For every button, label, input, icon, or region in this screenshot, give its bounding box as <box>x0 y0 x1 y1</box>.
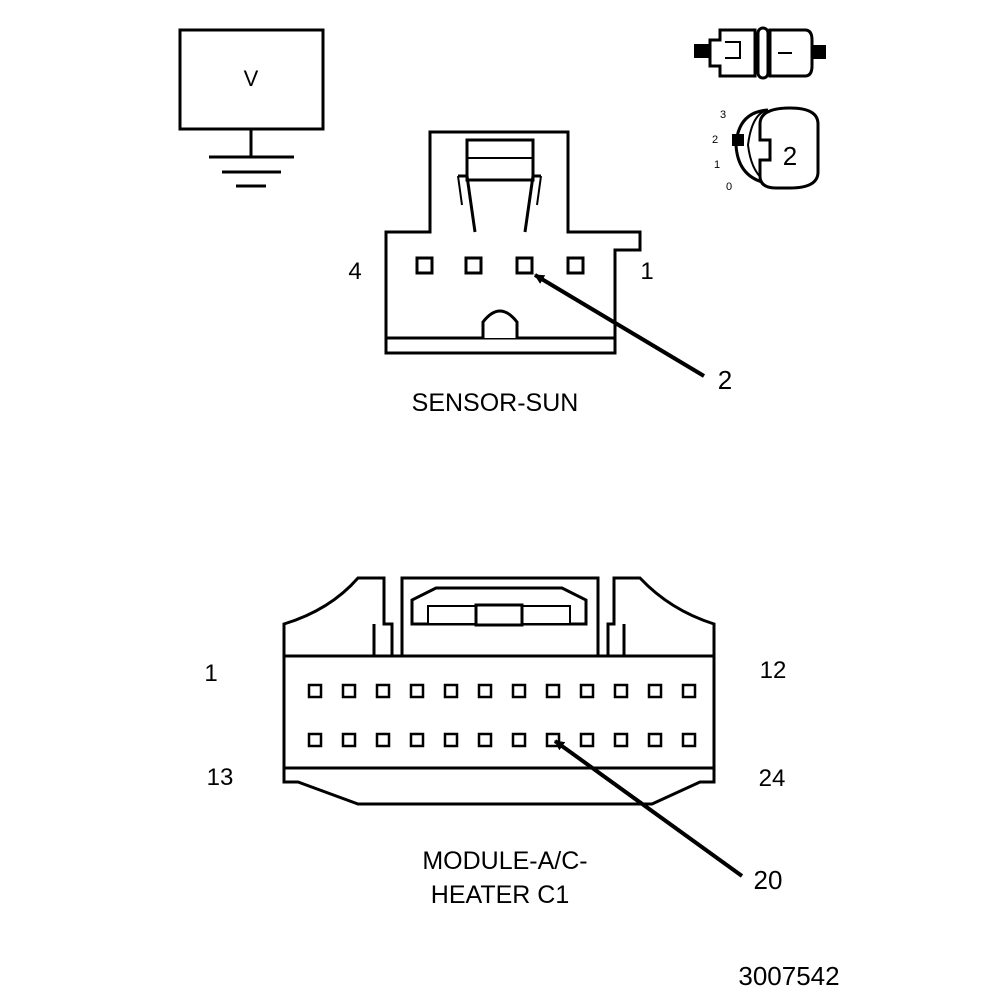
module-pin <box>443 732 459 748</box>
ground-icon <box>209 129 294 188</box>
module-callout-label: 20 <box>754 865 783 895</box>
module-pin <box>477 732 493 748</box>
module-pin <box>477 683 493 699</box>
module-pin-bottom-left-label: 13 <box>207 764 234 791</box>
sensor-callout-label: 2 <box>718 365 732 395</box>
sensor-pin-row <box>415 256 585 275</box>
module-pin <box>545 683 561 699</box>
dial-scale-3: 3 <box>720 109 726 121</box>
module-connector-title-line1: MODULE-A/C- <box>422 847 587 875</box>
module-callout-arrow <box>553 739 744 878</box>
dial-scale-1: 1 <box>714 159 720 171</box>
voltmeter-box <box>178 28 325 131</box>
probe-selector-dial: 3 2 1 0 2 <box>712 106 820 193</box>
module-pin <box>647 732 663 748</box>
dial-scale-2: 2 <box>712 134 718 146</box>
module-pin <box>579 683 595 699</box>
module-pin <box>307 732 323 748</box>
module-pin <box>409 683 425 699</box>
sensor-pin <box>566 256 585 275</box>
module-pin-bottom-right-label: 24 <box>759 765 786 792</box>
sensor-connector-title: SENSOR-SUN <box>412 389 579 417</box>
voltmeter-symbol: V <box>244 66 259 91</box>
sensor-sun-connector: 4 1 2 SENSOR-SUN <box>348 130 732 417</box>
voltmeter: V <box>178 28 325 188</box>
module-connector: 1 12 13 24 20 MODULE-A/C- HEATER C1 <box>204 576 787 909</box>
module-pin <box>443 683 459 699</box>
module-pin <box>341 732 357 748</box>
module-pin-top-left-label: 1 <box>204 660 217 687</box>
dial-setting: 2 <box>783 141 797 171</box>
module-pin <box>375 683 391 699</box>
module-pin-top-right-label: 12 <box>760 657 787 684</box>
module-pin-grid <box>307 683 697 748</box>
module-pin <box>409 732 425 748</box>
sensor-latch <box>457 138 542 233</box>
module-connector-housing <box>282 576 716 806</box>
module-pin <box>307 683 323 699</box>
sensor-pin-left-label: 4 <box>348 258 361 285</box>
module-pin <box>613 732 629 748</box>
sensor-pin-right-label: 1 <box>640 258 653 285</box>
sensor-pin-highlighted <box>515 256 534 275</box>
module-pin <box>647 683 663 699</box>
sensor-pin <box>415 256 434 275</box>
module-pin <box>681 683 697 699</box>
module-pin <box>681 732 697 748</box>
module-pin <box>511 732 527 748</box>
module-latch <box>410 586 588 627</box>
module-pin <box>341 683 357 699</box>
dial-scale-0: 0 <box>726 181 732 193</box>
module-pin <box>511 683 527 699</box>
sensor-callout-arrow <box>533 273 706 378</box>
module-connector-title-line2: HEATER C1 <box>431 881 569 909</box>
sensor-keyway <box>481 309 519 338</box>
module-pin <box>375 732 391 748</box>
module-pin <box>613 683 629 699</box>
probe-terminal-icon <box>694 26 826 80</box>
sensor-pin <box>464 256 483 275</box>
figure-id: 3007542 <box>738 961 839 991</box>
module-pin <box>579 732 595 748</box>
